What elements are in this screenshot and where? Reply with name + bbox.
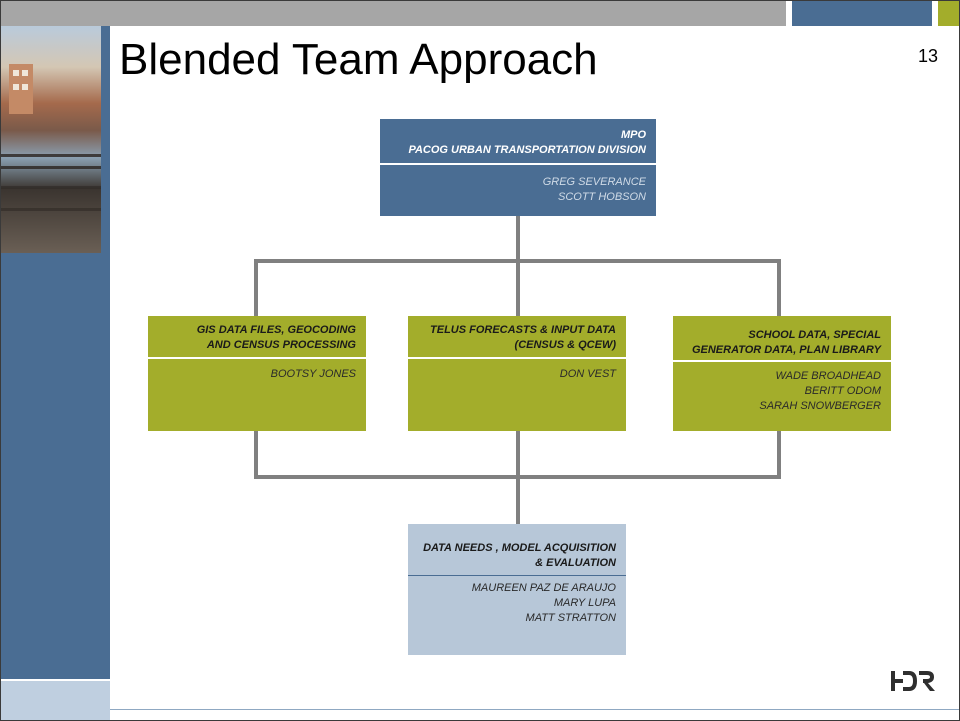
top-bar-gray (1, 1, 786, 26)
connector-lower-horizontal (254, 475, 781, 479)
telus-header-line-1: TELUS FORECASTS & INPUT DATA (430, 324, 616, 336)
connector-top-vertical (516, 216, 520, 263)
team-member-name: GREG SEVERANCE (542, 176, 646, 188)
hdr-logo-icon (891, 671, 935, 691)
team-member-name: MAUREEN PAZ DE ARAUJO (471, 582, 616, 594)
team-member-name: DON VEST (559, 368, 616, 380)
mpo-divider (380, 163, 656, 165)
telus-forecasts-header: TELUS FORECASTS & INPUT DATA (CENSUS & Q… (408, 323, 626, 353)
slide-title: Blended Team Approach (119, 35, 598, 84)
connector-left-drop (254, 259, 258, 317)
mpo-header: MPO PACOG URBAN TRANSPORTATION DIVISION (380, 128, 656, 158)
mpo-header-line-1: MPO (620, 129, 646, 141)
mpo-box: MPO PACOG URBAN TRANSPORTATION DIVISION … (380, 119, 656, 216)
school-divider (673, 360, 891, 362)
railing-bar (1, 208, 101, 211)
telus-header-line-2: (CENSUS & QCEW) (514, 339, 616, 351)
mpo-header-line-2: PACOG URBAN TRANSPORTATION DIVISION (408, 144, 646, 156)
connector-center-drop (516, 259, 520, 317)
gis-data-box: GIS DATA FILES, GEOCODING AND CENSUS PRO… (148, 316, 366, 431)
connector-right-rise (777, 431, 781, 479)
team-member-name: MARY LUPA (553, 597, 616, 609)
school-header-line-2: GENERATOR DATA, PLAN LIBRARY (691, 344, 881, 356)
window-shape (22, 84, 28, 90)
team-member-name: BOOTSY JONES (270, 368, 356, 380)
bottom-left-block (1, 681, 110, 720)
team-member-name: SCOTT HOBSON (557, 191, 646, 203)
window-shape (22, 70, 28, 76)
school-data-box: SCHOOL DATA, SPECIAL GENERATOR DATA, PLA… (673, 316, 891, 431)
riverwalk-photo (1, 26, 101, 253)
school-names: WADE BROADHEAD BERITT ODOM SARAH SNOWBER… (673, 369, 891, 414)
top-bar-green (938, 1, 959, 26)
connector-right-drop (777, 259, 781, 317)
gis-divider (148, 357, 366, 359)
railing-bar (1, 166, 101, 169)
mpo-names: GREG SEVERANCE SCOTT HOBSON (380, 175, 656, 205)
page-number: 13 (918, 46, 939, 66)
team-member-name: MATT STRATTON (525, 612, 616, 624)
data-needs-names: MAUREEN PAZ DE ARAUJO MARY LUPA MATT STR… (408, 581, 626, 626)
team-member-name: SARAH SNOWBERGER (759, 400, 881, 412)
telus-forecasts-box: TELUS FORECASTS & INPUT DATA (CENSUS & Q… (408, 316, 626, 431)
railing-bar (1, 186, 101, 189)
gis-header-line-1: GIS DATA FILES, GEOCODING (196, 324, 356, 336)
window-shape (13, 70, 19, 76)
telus-divider (408, 357, 626, 359)
gis-names: BOOTSY JONES (148, 367, 366, 382)
data-needs-box: DATA NEEDS , MODEL ACQUISITION & EVALUAT… (408, 524, 626, 655)
gis-header-line-2: AND CENSUS PROCESSING (206, 339, 356, 351)
window-shape (13, 84, 19, 90)
school-header-line-1: SCHOOL DATA, SPECIAL (748, 329, 881, 341)
school-data-header: SCHOOL DATA, SPECIAL GENERATOR DATA, PLA… (673, 328, 891, 358)
telus-names: DON VEST (408, 367, 626, 382)
gis-data-header: GIS DATA FILES, GEOCODING AND CENSUS PRO… (148, 323, 366, 353)
top-bar-blue (792, 1, 932, 26)
connector-left-rise (254, 431, 258, 479)
team-member-name: WADE BROADHEAD (775, 370, 881, 382)
bottom-rule (110, 709, 959, 710)
data-needs-divider (408, 575, 626, 576)
railing-bar (1, 154, 101, 157)
data-needs-header: DATA NEEDS , MODEL ACQUISITION & EVALUAT… (408, 541, 626, 571)
team-member-name: BERITT ODOM (804, 385, 881, 397)
data-needs-header-line-1: DATA NEEDS , MODEL ACQUISITION (423, 542, 616, 554)
data-needs-header-line-2: & EVALUATION (535, 557, 616, 569)
